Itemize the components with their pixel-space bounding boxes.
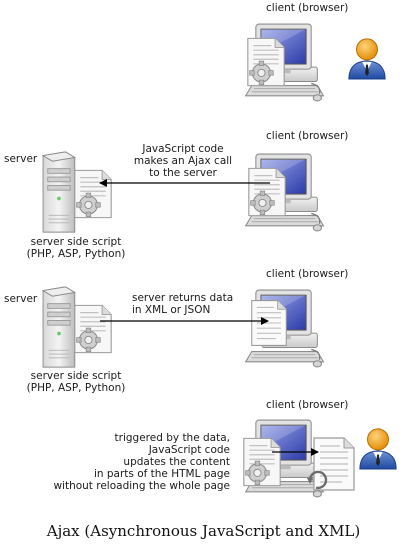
client-label: client (browser) — [266, 268, 349, 280]
client-label: client (browser) — [266, 2, 349, 14]
document-gear-icon — [247, 37, 285, 87]
diagram-caption: Ajax (Asynchronous JavaScript and XML) — [46, 522, 361, 540]
reload-icon — [307, 470, 328, 490]
server-label: server — [4, 293, 38, 305]
user-icon — [348, 38, 386, 80]
scene2 — [42, 151, 325, 233]
document-icon — [251, 299, 287, 347]
update-message: triggered by the data, JavaScript code u… — [53, 432, 230, 492]
document-gear-icon — [243, 437, 281, 487]
scene3 — [42, 286, 325, 368]
document-gear-icon — [74, 304, 112, 354]
server-script-label: server side script (PHP, ASP, Python) — [26, 370, 126, 394]
document-icon — [313, 437, 355, 491]
server-icon — [42, 151, 76, 233]
scene1-client — [244, 23, 386, 102]
server-icon — [42, 286, 76, 368]
user-icon — [359, 428, 397, 470]
response-message: server returns data in XML or JSON — [132, 292, 234, 316]
server-label: server — [4, 153, 38, 165]
scene4-client — [243, 419, 397, 498]
document-gear-icon — [248, 167, 286, 217]
document-gear-icon — [74, 169, 112, 219]
ajax-call-message: JavaScript code makes an Ajax call to th… — [133, 143, 233, 179]
client-label: client (browser) — [266, 130, 349, 142]
client-label: client (browser) — [266, 399, 349, 411]
server-script-label: server side script (PHP, ASP, Python) — [26, 236, 126, 260]
